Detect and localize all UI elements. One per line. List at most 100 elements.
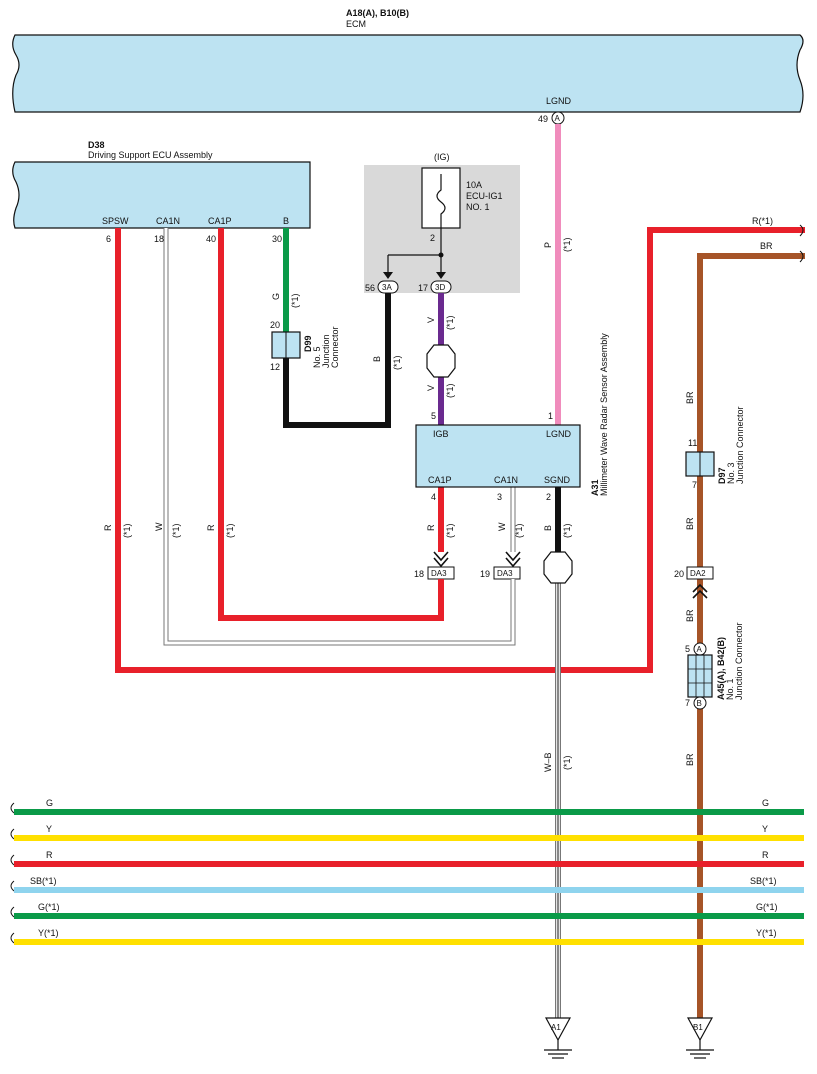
arrow-3a-icon xyxy=(383,272,393,279)
a31-pin-no-3: 3 xyxy=(497,492,502,502)
label-br-4: BR xyxy=(685,753,695,766)
a31-pin-no-2: 2 xyxy=(546,492,551,502)
bus-label-left-4: G(*1) xyxy=(38,902,60,912)
label-v-upper-star: (*1) xyxy=(445,315,455,330)
a31-pin-sgnd: SGND xyxy=(544,475,571,485)
ground-a1-triangle xyxy=(544,1017,572,1042)
bus-break-left-3 xyxy=(10,854,15,866)
d97-pin-top: 11 xyxy=(688,438,697,448)
da2-connector: DA2 20 xyxy=(674,566,714,599)
bus-break-left-5 xyxy=(10,906,15,918)
bus-label-left-1: Y xyxy=(46,824,52,834)
a31-name: Millimeter Wave Radar Sensor Assembly xyxy=(599,333,609,496)
bus-break-left-2 xyxy=(10,828,15,840)
bus-label-left-2: R xyxy=(46,850,53,860)
wire-ca1p-d38-red xyxy=(218,228,444,621)
d97-connector: 11 7 D97 No. 3 Junction Connector xyxy=(685,406,745,490)
d99-line3: Connector xyxy=(330,326,340,368)
d38-block: D38 Driving Support ECU Assembly SPSW CA… xyxy=(12,140,311,244)
ecm-pin-no: 49 xyxy=(538,114,548,124)
a31-pin-igb: IGB xyxy=(433,429,449,439)
bus-label-right-4: G(*1) xyxy=(756,902,778,912)
ig-fuse-box: (IG) 10A ECU-IG1 NO. 1 2 56 3A 17 3D xyxy=(364,152,520,294)
a31-pin-no-4: 4 xyxy=(431,492,436,502)
label-r-a31: R xyxy=(426,524,436,531)
d38-code: D38 xyxy=(88,140,105,150)
a31-pin-ca1p: CA1P xyxy=(428,475,452,485)
a31-pin-lgnd: LGND xyxy=(546,429,572,439)
d38-pin-spsw: SPSW xyxy=(102,216,129,226)
ig-label: (IG) xyxy=(434,152,450,162)
a45-pin-top: 5 xyxy=(685,644,690,654)
a31-block: IGB LGND CA1P CA1N SGND 5 1 4 3 2 A31 Mi… xyxy=(415,333,609,502)
label-v-lower-star: (*1) xyxy=(445,383,455,398)
wire-spsw-red xyxy=(115,227,805,673)
label-r-ca1p-star: (*1) xyxy=(225,523,235,538)
a45-pin-bottom: 7 xyxy=(685,698,690,708)
offpage-r1-label: R(*1) xyxy=(752,216,773,226)
d99-line2: Junction xyxy=(321,334,331,368)
d38-pin-no-30: 30 xyxy=(272,234,282,244)
bus-label-right-0: G xyxy=(762,798,769,808)
wire-br-brown xyxy=(697,253,805,1018)
a45-code: A45(A), B42(B) xyxy=(716,637,726,700)
da3-right-box xyxy=(493,566,521,580)
d97-line2: Junction Connector xyxy=(735,406,745,484)
conn-3a-pin: 56 xyxy=(365,283,375,293)
fuse-no: NO. 1 xyxy=(466,202,490,212)
arrow-3d-icon xyxy=(436,272,446,279)
ecm-pin-label: LGND xyxy=(546,96,572,106)
bus-break-left xyxy=(10,802,15,814)
d38-pin-b: B xyxy=(283,216,289,226)
label-p: P xyxy=(543,242,553,248)
a45-conn-b-id: B xyxy=(697,699,702,708)
bus-label-right-1: Y xyxy=(762,824,768,834)
bus-lines: G Y R SB(*1) G(*1) Y(*1) G Y R SB(*1) G(… xyxy=(10,798,804,945)
label-g: G xyxy=(271,293,281,300)
label-br-3: BR xyxy=(685,609,695,622)
label-b-sgnd: B xyxy=(543,525,553,531)
label-v-upper: V xyxy=(426,317,436,323)
a45-conn-b xyxy=(693,696,707,710)
offpage-br-label: BR xyxy=(760,241,773,251)
label-w-ca1n: W xyxy=(154,522,164,531)
a31-box xyxy=(415,424,581,488)
label-r-spsw-star: (*1) xyxy=(122,523,132,538)
ground-a1-label: A1 xyxy=(551,1023,561,1032)
a45-conn-a-id: A xyxy=(697,645,703,654)
d99-pin-top: 20 xyxy=(270,320,280,330)
conn-3d-pin: 17 xyxy=(418,283,428,293)
ground-a1: A1 xyxy=(544,1017,572,1059)
d38-pin-ca1p: CA1P xyxy=(208,216,232,226)
d97-line1: No. 3 xyxy=(726,462,736,484)
d99-code: D99 xyxy=(303,335,313,352)
label-wb: W–B xyxy=(543,752,553,772)
d97-code: D97 xyxy=(717,467,727,484)
label-g-star: (*1) xyxy=(290,293,300,308)
ecm-name: ECM xyxy=(346,19,366,29)
label-r-a31-star: (*1) xyxy=(445,523,455,538)
da3-connectors: DA3 18 DA3 19 xyxy=(414,551,521,592)
d38-pin-no-40: 40 xyxy=(206,234,216,244)
da2-pin: 20 xyxy=(674,569,684,579)
a31-pin-no-1: 1 xyxy=(548,411,553,421)
fuse-name: ECU-IG1 xyxy=(466,191,503,201)
bus-label-left-3: SB(*1) xyxy=(30,876,57,886)
da2-id: DA2 xyxy=(690,569,706,578)
da3-right-id: DA3 xyxy=(497,569,513,578)
d99-pin-bottom: 12 xyxy=(270,362,280,372)
da3-right-pin: 19 xyxy=(480,569,490,579)
a45-line1: No. 1 xyxy=(725,678,735,700)
label-b-sgnd-star: (*1) xyxy=(562,523,572,538)
da3-left-id: DA3 xyxy=(431,569,447,578)
da3-left-pin: 18 xyxy=(414,569,424,579)
d38-pin-no-18: 18 xyxy=(154,234,164,244)
violet-splice-octagon xyxy=(426,344,456,378)
a45-line2: Junction Connector xyxy=(734,622,744,700)
label-b-3a: B xyxy=(372,356,382,362)
label-v-lower: V xyxy=(426,385,436,391)
ecm-code: A18(A), B10(B) xyxy=(346,8,409,18)
a31-pin-ca1n: CA1N xyxy=(494,475,518,485)
bus-label-right-2: R xyxy=(762,850,769,860)
